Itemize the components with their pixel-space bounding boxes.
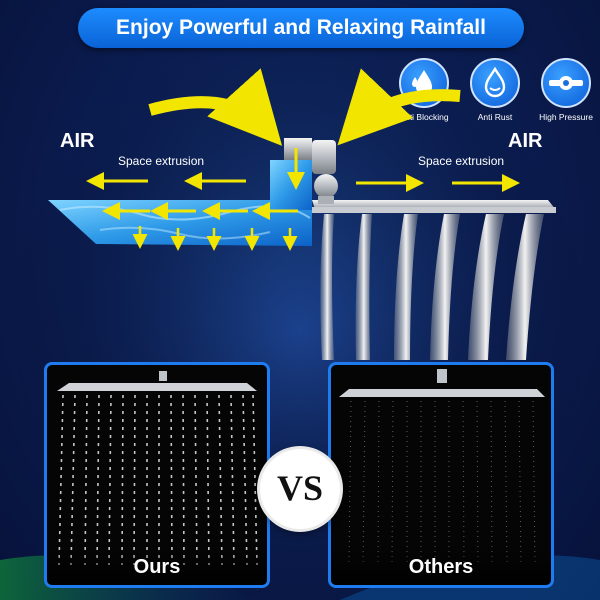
vs-text: VS <box>276 468 324 508</box>
feature-label: High Pressure <box>539 112 593 122</box>
feature-label: Anti Rust <box>477 112 513 122</box>
water-streams <box>320 214 544 360</box>
shower-spray-ours <box>57 371 258 566</box>
vs-badge: VS <box>260 449 340 529</box>
shower-head-diagram <box>48 68 556 360</box>
pipe-icon <box>541 58 591 108</box>
space-extrusion-label-left: Space extrusion <box>118 154 205 168</box>
space-extrusion-label-right: Space extrusion <box>418 154 505 168</box>
feature-badge-anti-rust: Anti Rust <box>460 58 530 122</box>
comparison-panel-ours: Ours <box>44 362 270 588</box>
air-label-right: AIR <box>508 130 543 152</box>
air-label-left: AIR <box>60 130 95 152</box>
headline-banner: Enjoy Powerful and Relaxing Rainfall <box>78 8 524 48</box>
feature-badge-high-pressure: High Pressure <box>531 58 600 122</box>
ours-label: Ours <box>47 549 267 585</box>
shower-spray-others <box>339 369 545 566</box>
others-label: Others <box>331 549 551 585</box>
feature-label: Anti Blocking <box>399 112 449 122</box>
water-drop-shield-icon <box>470 58 520 108</box>
comparison-panel-others: Others <box>328 362 554 588</box>
